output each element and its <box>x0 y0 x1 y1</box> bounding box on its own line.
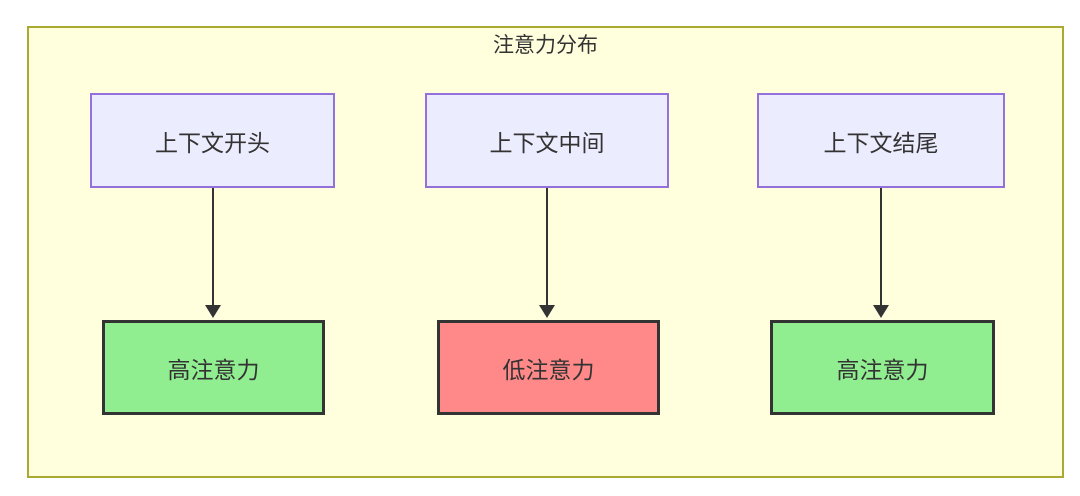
node-context-end-label: 上下文结尾 <box>823 129 939 156</box>
node-context-middle: 上下文中间 <box>425 93 669 188</box>
node-high-attention-left: 高注意力 <box>102 320 325 415</box>
node-low-attention-label: 低注意力 <box>502 356 595 383</box>
arrow-middle-to-low <box>539 188 555 318</box>
arrow-end-to-high <box>873 188 889 318</box>
node-context-start: 上下文开头 <box>90 93 335 188</box>
node-context-middle-label: 上下文中间 <box>489 129 605 156</box>
node-high-attention-right: 高注意力 <box>770 320 995 415</box>
node-context-end: 上下文结尾 <box>757 93 1005 188</box>
node-context-start-label: 上下文开头 <box>155 129 270 156</box>
arrow-start-to-high <box>205 188 221 318</box>
node-low-attention: 低注意力 <box>437 320 660 415</box>
node-high-attention-right-label: 高注意力 <box>836 356 929 383</box>
diagram-title: 注意力分布 <box>493 34 598 57</box>
node-high-attention-left-label: 高注意力 <box>167 356 260 383</box>
